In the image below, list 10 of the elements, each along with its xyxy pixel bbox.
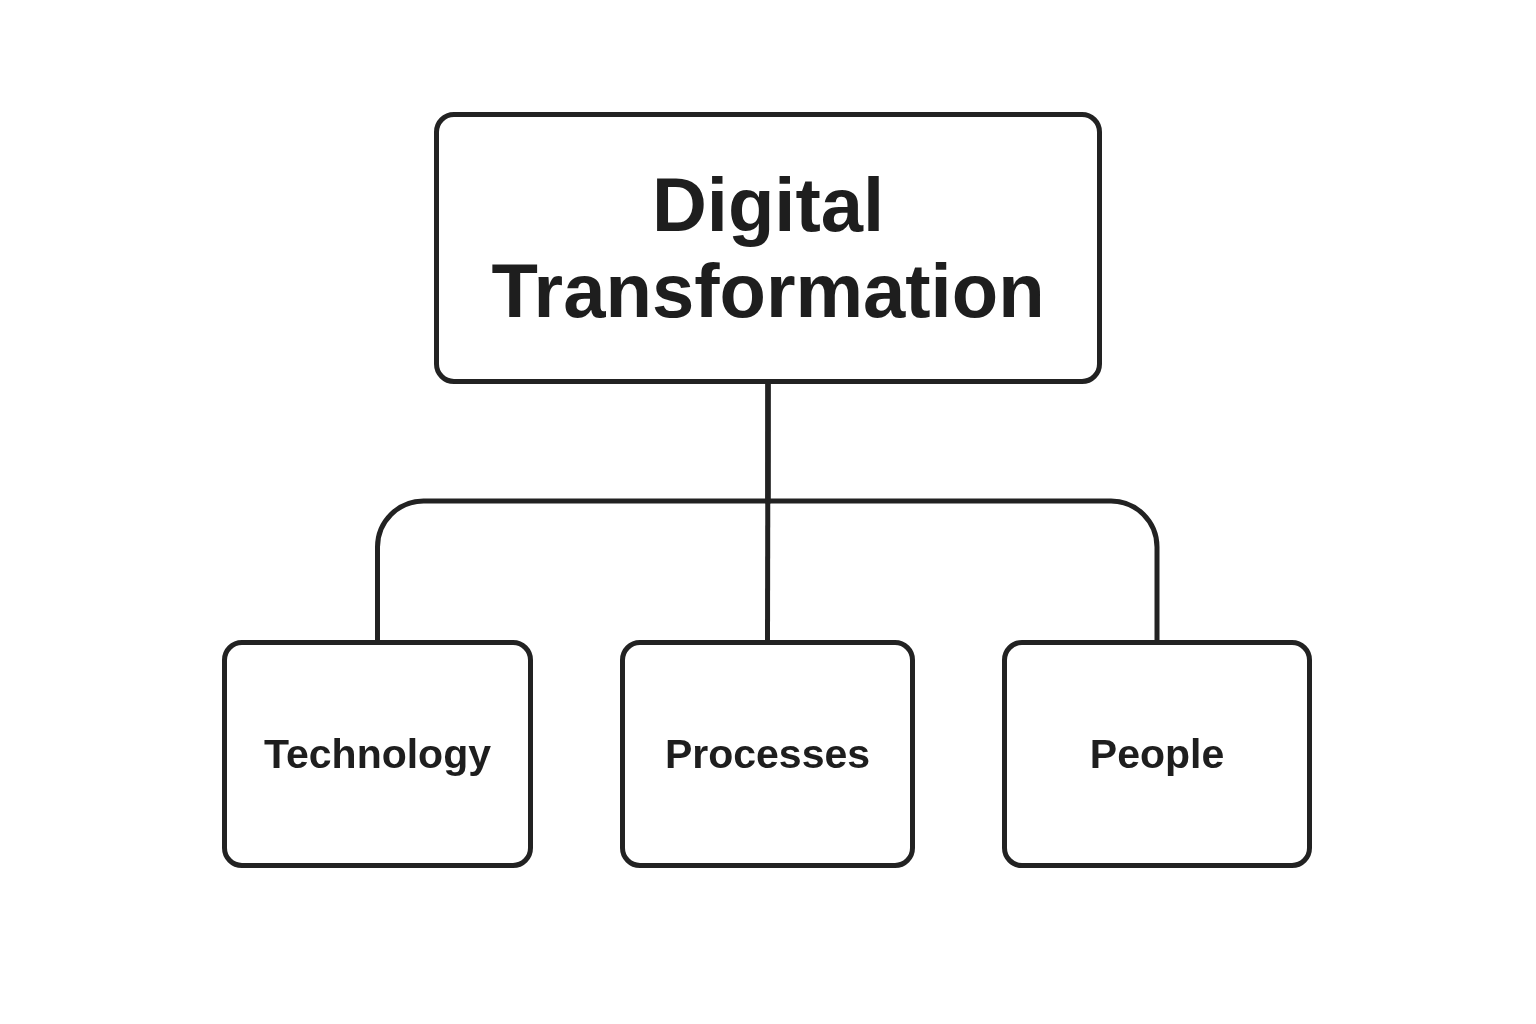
category-box xyxy=(620,640,915,868)
connector-line xyxy=(765,384,771,640)
category-box xyxy=(1002,640,1312,868)
root-box xyxy=(434,112,1102,384)
node-label: Technology xyxy=(264,730,491,779)
node-label: Processes xyxy=(664,730,871,779)
connector-line xyxy=(765,384,1160,640)
node-label: Digital Transformation xyxy=(490,162,1046,334)
node-label: People xyxy=(1089,730,1225,779)
category-box xyxy=(222,640,533,868)
